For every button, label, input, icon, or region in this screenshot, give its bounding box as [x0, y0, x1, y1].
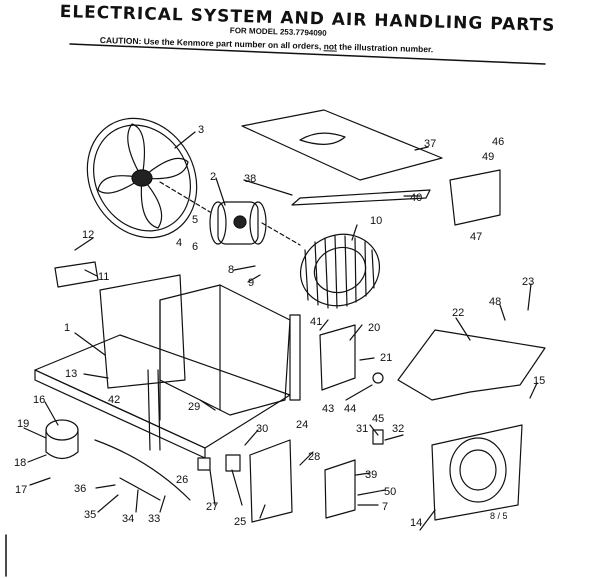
callout-11: 11	[98, 271, 109, 283]
thermostat	[225, 454, 241, 472]
callout-48: 48	[489, 296, 501, 308]
callout-50: 50	[384, 486, 396, 498]
callout-21: 21	[380, 352, 392, 364]
callout-35: 35	[84, 509, 96, 521]
callout-26: 26	[176, 474, 188, 486]
capacitor	[45, 419, 79, 460]
callout-49: 49	[482, 151, 494, 163]
callout-29: 29	[188, 401, 200, 413]
callout-42: 42	[108, 394, 120, 406]
control-panel	[249, 439, 293, 523]
callout-3: 3	[198, 124, 204, 136]
callout-46: 46	[492, 136, 504, 148]
wire-harness	[94, 439, 191, 501]
callout-28: 28	[308, 451, 320, 463]
base-pan	[34, 274, 291, 459]
callout-14: 14	[410, 517, 422, 529]
callout-19: 19	[17, 418, 29, 430]
switch-plate	[324, 459, 356, 519]
callout-12: 12	[82, 229, 94, 241]
header-rule	[69, 43, 546, 65]
callout-40: 40	[410, 192, 422, 204]
fan-blade	[86, 117, 198, 239]
callout-36: 36	[74, 483, 86, 495]
bushing	[372, 372, 384, 384]
callout-45: 45	[372, 413, 384, 425]
callout-25: 25	[234, 516, 246, 528]
terminal-block	[449, 169, 501, 226]
top-cover-panel	[241, 109, 443, 206]
callout-10: 10	[370, 215, 382, 227]
callout-labels: 1 2 3 4 5 6 7 8 9 10 11 12 13 14 15 16 1…	[14, 124, 545, 529]
callout-17: 17	[15, 484, 27, 496]
callout-38: 38	[244, 173, 256, 185]
callout-15: 15	[533, 375, 545, 387]
callout-43: 43	[322, 403, 334, 415]
callout-5: 5	[192, 214, 198, 226]
callout-30: 30	[256, 423, 268, 435]
callout-16: 16	[33, 394, 45, 406]
callout-13: 13	[65, 368, 77, 380]
callout-37: 37	[424, 138, 436, 150]
air-duct-housing	[397, 329, 546, 401]
callout-6: 6	[192, 241, 198, 253]
callout-2: 2	[210, 171, 216, 183]
callout-18: 18	[14, 457, 26, 469]
relay	[197, 457, 211, 471]
fan-motor	[159, 181, 301, 246]
callout-9: 9	[248, 277, 254, 289]
callout-27: 27	[206, 501, 218, 513]
wire-lead	[119, 477, 161, 501]
page-number: 8 / 5	[490, 511, 508, 521]
callout-23: 23	[522, 276, 534, 288]
callout-7: 7	[382, 501, 388, 513]
switch-knob	[372, 429, 384, 445]
mounting-bracket	[54, 261, 99, 288]
callout-1: 1	[64, 322, 70, 334]
blower-scroll	[431, 424, 523, 521]
callout-20: 20	[368, 322, 380, 334]
callout-22: 22	[452, 307, 464, 319]
callout-44: 44	[344, 403, 356, 415]
control-bracket	[319, 324, 356, 391]
callout-34: 34	[122, 513, 134, 525]
callout-8: 8	[228, 264, 234, 276]
callout-39: 39	[365, 469, 377, 481]
callout-24: 24	[296, 419, 308, 431]
callout-33: 33	[148, 513, 160, 525]
callout-41: 41	[310, 316, 322, 328]
callout-47: 47	[470, 231, 482, 243]
callout-32: 32	[392, 423, 404, 435]
vertical-strip	[289, 314, 301, 401]
blower-wheel	[299, 233, 381, 309]
callout-4: 4	[176, 237, 182, 249]
callout-31: 31	[356, 423, 368, 435]
